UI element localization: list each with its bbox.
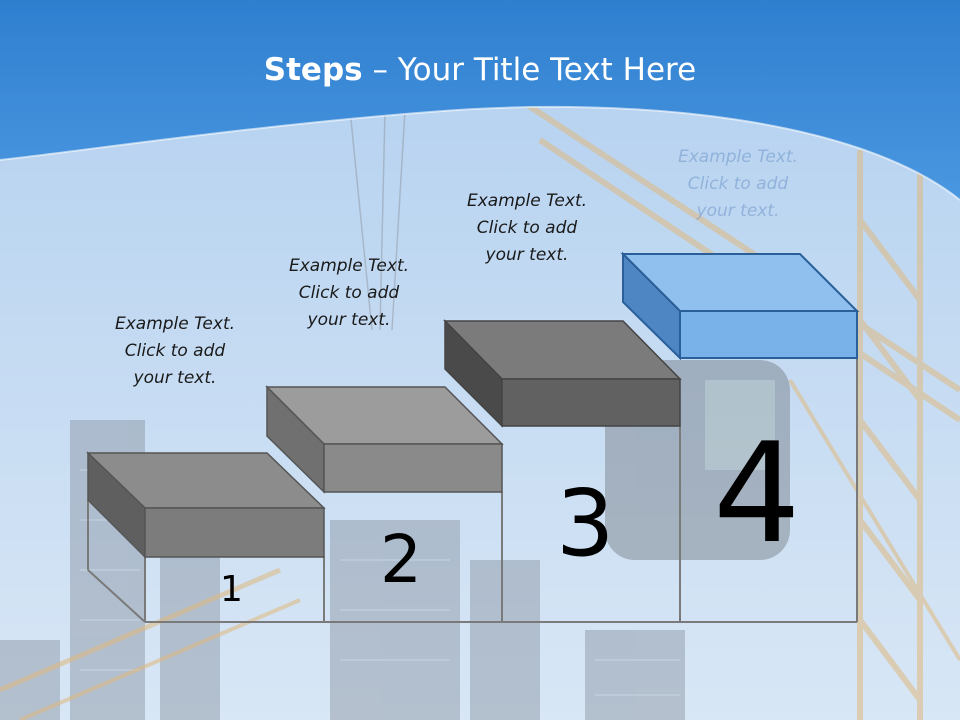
step-4-caption[interactable]: Example Text. Click to add your text.	[653, 144, 823, 225]
caption-line: your text.	[133, 368, 217, 388]
step-2-caption[interactable]: Example Text. Click to add your text.	[264, 253, 434, 334]
caption-line: Example Text.	[288, 256, 410, 276]
step-3-caption[interactable]: Example Text. Click to add your text.	[442, 188, 612, 269]
caption-line: your text.	[696, 201, 780, 221]
caption-line: Example Text.	[114, 314, 236, 334]
caption-line: Click to add	[298, 283, 400, 303]
step-1-block[interactable]	[86, 451, 326, 559]
steps-frame	[87, 358, 858, 623]
step-4-number: 4	[713, 413, 801, 574]
step-4-block[interactable]	[620, 251, 860, 361]
caption-line: your text.	[485, 245, 569, 265]
caption-line: Example Text.	[466, 191, 588, 211]
header-band	[0, 0, 960, 200]
step-3-block[interactable]	[443, 319, 682, 428]
caption-line: Click to add	[476, 218, 578, 238]
caption-line: Click to add	[124, 341, 226, 361]
crane-cables	[349, 109, 406, 331]
title-rest: – Your Title Text Here	[362, 52, 697, 88]
step-2-block[interactable]	[265, 385, 504, 494]
page-title[interactable]: Steps – Your Title Text Here	[0, 52, 960, 88]
caption-line: your text.	[307, 310, 391, 330]
title-bold-word: Steps	[263, 52, 363, 88]
caption-line: Example Text.	[677, 147, 799, 167]
step-3-number: 3	[556, 470, 615, 577]
caption-line: Click to add	[687, 174, 789, 194]
step-2-number: 2	[380, 521, 422, 598]
step-1-number: 1	[220, 569, 243, 610]
step-1-caption[interactable]: Example Text. Click to add your text.	[90, 311, 260, 392]
